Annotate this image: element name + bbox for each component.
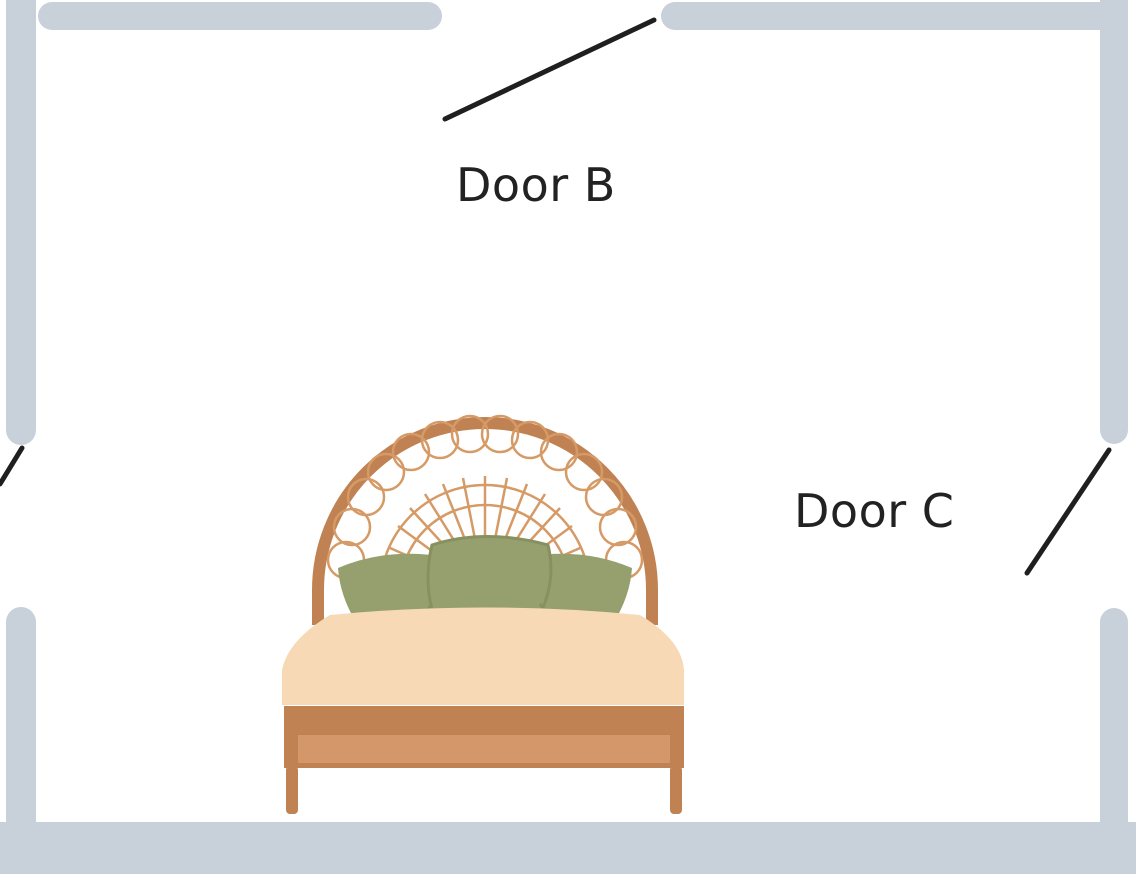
door-b-label: Door B <box>456 158 616 212</box>
doors <box>0 17 1112 576</box>
door-b-line <box>442 17 657 122</box>
pillow-left <box>338 553 443 622</box>
wall-bottom <box>0 822 1136 874</box>
mattress <box>282 607 684 705</box>
door-c-line <box>1024 447 1112 576</box>
bed-leg-left <box>286 766 298 814</box>
walls <box>6 0 1128 855</box>
bed-leg-right <box>670 766 682 814</box>
pillow-right <box>527 553 632 622</box>
pillow-center <box>426 535 553 616</box>
bed-frame-panel <box>298 735 670 763</box>
door-a-line <box>0 445 25 487</box>
bed-icon <box>282 414 684 814</box>
door-c-label: Door C <box>794 484 955 538</box>
